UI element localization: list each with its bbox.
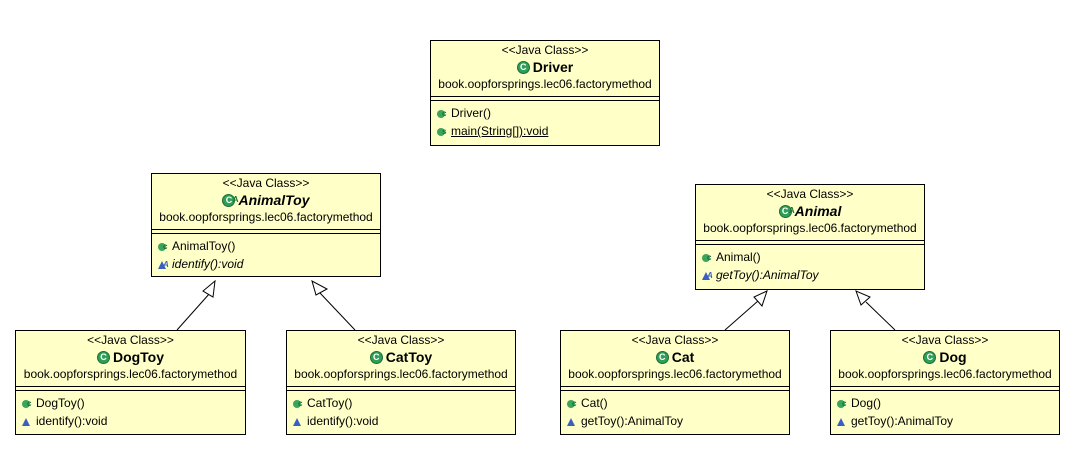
package-method-icon [566,415,578,427]
class-cattoy[interactable]: <<Java Class>> C CatToy book.oopforsprin… [286,330,516,435]
constructor-icon: c [292,397,304,409]
class-name: CatToy [385,349,433,365]
stereotype-label: <<Java Class>> [501,43,589,57]
class-dogtoy[interactable]: <<Java Class>> C DogToy book.oopforsprin… [15,330,246,435]
method-row[interactable]: identify():void [21,412,245,430]
class-icon: C [516,60,530,74]
method-row[interactable]: c Driver() [436,104,659,122]
method-row[interactable]: getToy():AnimalToy [836,412,1059,430]
class-icon: C [96,350,110,364]
package-label: book.oopforsprings.lec06.factorymethod [159,210,373,224]
class-name: Driver [532,59,574,75]
generalization-cattoy-animaltoy [311,280,356,331]
class-icon: C [923,350,937,364]
method-row[interactable]: c Cat() [566,394,789,412]
generalization-dogtoy-animaltoy [176,279,216,331]
class-driver[interactable]: <<Java Class>> C Driver book.oopforsprin… [430,40,660,146]
package-label: book.oopforsprings.lec06.factorymethod [438,77,652,91]
package-label: book.oopforsprings.lec06.factorymethod [294,367,508,381]
constructor-icon: c [566,397,578,409]
stereotype-label: <<Java Class>> [631,333,719,347]
static-method-icon: s [436,125,448,137]
generalization-cat-animal [724,290,768,331]
method-row[interactable]: A getToy():AnimalToy [701,266,924,284]
package-method-icon [836,415,848,427]
class-name: Dog [939,349,967,365]
stereotype-label: <<Java Class>> [766,187,854,201]
constructor-icon: c [836,397,848,409]
stereotype-label: <<Java Class>> [222,176,310,190]
package-method-icon [292,415,304,427]
constructor-icon: c [701,251,713,263]
package-method-icon [21,415,33,427]
abstract-method-icon: A [157,258,169,270]
method-row[interactable]: getToy():AnimalToy [566,412,789,430]
method-row[interactable]: c AnimalToy() [157,237,380,255]
class-icon: C [369,350,383,364]
constructor-icon: c [436,107,448,119]
package-label: book.oopforsprings.lec06.factorymethod [23,367,238,381]
class-name: AnimalToy [238,192,310,208]
class-cat[interactable]: <<Java Class>> C Cat book.oopforsprings.… [560,330,790,435]
class-name: Cat [671,349,695,365]
abstract-method-icon: A [701,269,713,281]
method-row[interactable]: c Animal() [701,248,924,266]
method-row[interactable]: c DogToy() [21,394,245,412]
method-row[interactable]: c Dog() [836,394,1059,412]
stereotype-label: <<Java Class>> [901,333,989,347]
class-dog[interactable]: <<Java Class>> C Dog book.oopforsprings.… [830,330,1060,435]
generalization-dog-animal [855,290,896,331]
package-label: book.oopforsprings.lec06.factorymethod [568,367,782,381]
package-label: book.oopforsprings.lec06.factorymethod [838,367,1052,381]
method-row[interactable]: A identify():void [157,255,380,273]
stereotype-label: <<Java Class>> [357,333,445,347]
constructor-icon: c [157,240,169,252]
constructor-icon: c [21,397,33,409]
method-row[interactable]: c CatToy() [292,394,515,412]
class-name: DogToy [112,349,165,365]
stereotype-label: <<Java Class>> [87,333,174,347]
method-row[interactable]: identify():void [292,412,515,430]
class-name: Animal [794,203,842,219]
package-label: book.oopforsprings.lec06.factorymethod [703,221,917,235]
method-row[interactable]: s main(String[]):void [436,122,659,140]
class-icon: C [655,350,669,364]
